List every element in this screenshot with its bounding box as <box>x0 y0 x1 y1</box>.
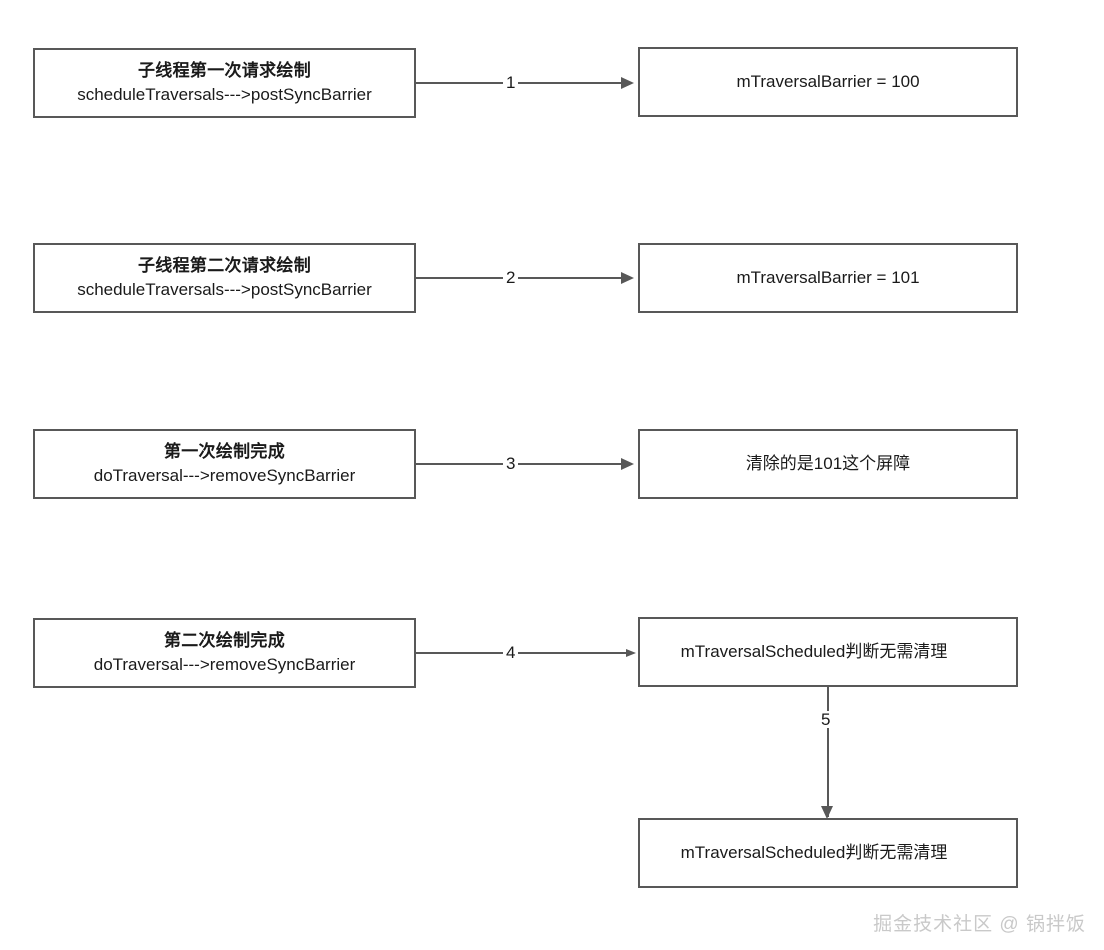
node-right-4: mTraversalScheduled判断无需清理 <box>638 617 1018 687</box>
edge-4-arrowhead-icon <box>626 649 636 657</box>
watermark: 掘金技术社区 @ 锅拌饭 <box>873 914 1086 935</box>
edge-5-label: 5 <box>818 711 834 728</box>
node-left-1: 子线程第一次请求绘制 scheduleTraversals--->postSyn… <box>33 48 416 118</box>
node-right-3: 清除的是101这个屏障 <box>638 429 1018 499</box>
edge-2-arrowhead-icon <box>621 272 634 284</box>
edge-4-line <box>416 652 626 654</box>
edge-1-label: 1 <box>503 74 519 91</box>
edge-1-arrowhead-icon <box>621 77 634 89</box>
node-left-3-subtitle: doTraversal--->removeSyncBarrier <box>93 465 356 485</box>
node-right-3-label: 清除的是101这个屏障 <box>745 453 911 473</box>
node-right-5-label: mTraversalScheduled判断无需清理 <box>680 842 948 862</box>
node-left-4-title: 第二次绘制完成 <box>163 630 286 650</box>
edge-4-label: 4 <box>503 644 519 661</box>
edge-2-label: 2 <box>503 269 519 286</box>
edge-1-line <box>416 82 621 84</box>
node-left-1-subtitle: scheduleTraversals--->postSyncBarrier <box>77 84 372 104</box>
node-right-1: mTraversalBarrier = 100 <box>638 47 1018 117</box>
node-right-4-label: mTraversalScheduled判断无需清理 <box>680 641 948 661</box>
edge-3-line <box>416 463 621 465</box>
node-left-2: 子线程第二次请求绘制 scheduleTraversals--->postSyn… <box>33 243 416 313</box>
edge-5-line <box>827 687 829 817</box>
edge-5-arrowhead-icon <box>821 806 833 819</box>
node-left-3: 第一次绘制完成 doTraversal--->removeSyncBarrier <box>33 429 416 499</box>
edge-3-label: 3 <box>503 455 519 472</box>
node-left-4: 第二次绘制完成 doTraversal--->removeSyncBarrier <box>33 618 416 688</box>
node-left-2-subtitle: scheduleTraversals--->postSyncBarrier <box>77 279 372 299</box>
edge-2-line <box>416 277 621 279</box>
node-left-4-subtitle: doTraversal--->removeSyncBarrier <box>93 654 356 674</box>
node-right-2: mTraversalBarrier = 101 <box>638 243 1018 313</box>
node-left-3-title: 第一次绘制完成 <box>163 441 286 461</box>
node-right-2-label: mTraversalBarrier = 101 <box>736 267 920 287</box>
node-left-2-title: 子线程第二次请求绘制 <box>138 255 311 275</box>
node-right-5: mTraversalScheduled判断无需清理 <box>638 818 1018 888</box>
edge-3-arrowhead-icon <box>621 458 634 470</box>
node-left-1-title: 子线程第一次请求绘制 <box>138 60 311 80</box>
node-right-1-label: mTraversalBarrier = 100 <box>736 71 920 91</box>
